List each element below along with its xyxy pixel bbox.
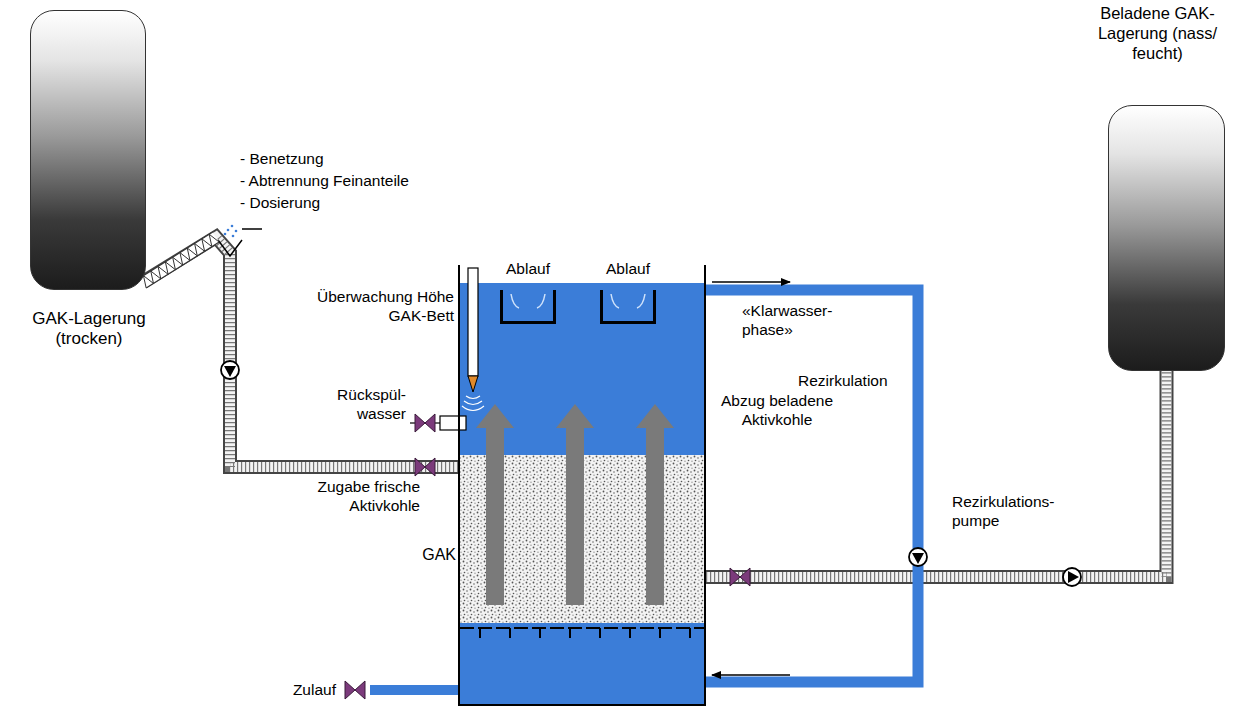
node-label: Ablauf <box>591 260 665 279</box>
annotation-label: Abzug beladene Aktivkohle <box>712 392 842 429</box>
flow-arrow <box>712 674 790 676</box>
level-sensor <box>462 268 484 411</box>
annotation-label: Zugabe frische Aktivkohle <box>290 478 420 515</box>
pipe-stroke <box>706 371 1167 577</box>
annotation-label: Rezirkulations- pumpe <box>952 493 1062 530</box>
bottom-water <box>460 623 704 704</box>
node-label: Ablauf <box>491 260 565 279</box>
outlet-trough: Ablauf <box>500 290 556 324</box>
pipe-stroke <box>706 371 1167 577</box>
weir-waves <box>603 290 653 321</box>
pipe-stroke <box>143 237 458 467</box>
annotation-label: - Benetzung <box>240 150 470 169</box>
loaded-storage-silo: Beladene GAK-Lagerung (nass/ feucht) <box>1108 105 1225 371</box>
node-label: Beladene GAK-Lagerung (nass/ feucht) <box>1085 4 1230 63</box>
annotation-label: Zulauf <box>270 681 336 700</box>
valves <box>345 414 750 699</box>
storage-silo: GAK-Lagerung (trocken) <box>30 10 146 290</box>
screw-conveyor <box>140 232 219 288</box>
annotation-label: Rezirkulation <box>798 372 910 391</box>
outlet-trough: Ablauf <box>600 290 656 324</box>
dosing-funnel <box>218 225 262 256</box>
annotation-label: Rückspül- wasser <box>322 386 406 423</box>
conveyor-stroke <box>209 234 219 242</box>
reactor-vessel: GAKAblaufAblauf <box>458 265 706 706</box>
node-label: GAK <box>414 545 456 564</box>
pipe-stroke <box>143 237 458 467</box>
conveyor-body <box>140 232 219 288</box>
pipe-stroke <box>706 371 1167 577</box>
pumps <box>221 361 1081 586</box>
gac-pipe <box>706 371 1167 577</box>
annotation-label: - Dosierung <box>240 194 470 213</box>
conveyor-stroke <box>140 232 213 278</box>
pipe-stroke <box>143 237 458 467</box>
flow-arrows <box>476 404 674 605</box>
annotation-label: «Klarwasser- phase» <box>742 302 854 339</box>
flow-arrow <box>712 281 790 283</box>
nozzle-plate <box>460 628 704 638</box>
conveyor-stroke <box>146 242 219 288</box>
weir-waves <box>503 290 553 321</box>
recirculation-pipe <box>704 290 918 682</box>
backwash-nozzle <box>440 416 466 430</box>
gac-pipe <box>143 237 458 467</box>
node-label: GAK-Lagerung (trocken) <box>19 309 159 350</box>
inlet-pipe <box>370 685 460 695</box>
annotation-label: Überwachung Höhe GAK-Bett <box>312 288 454 325</box>
annotation-label: - Abtrennung Feinanteile <box>240 172 470 191</box>
